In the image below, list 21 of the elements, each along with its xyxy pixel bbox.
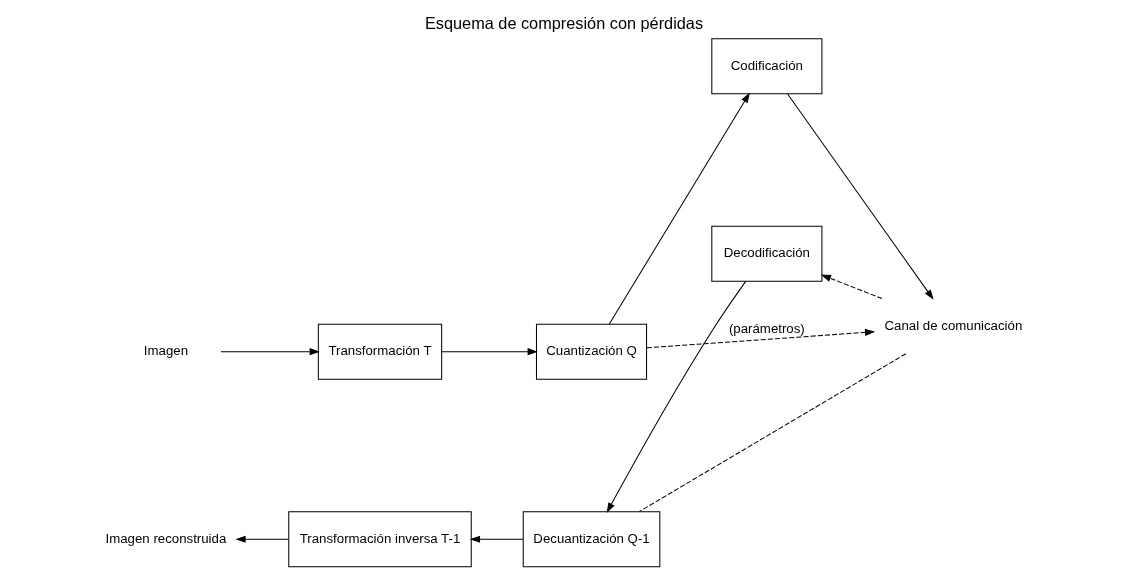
arrow (441, 348, 538, 356)
arrow (220, 348, 320, 356)
arrow (646, 328, 876, 349)
node-text: Imagen (143, 343, 189, 359)
connector (638, 353, 907, 513)
arrow (608, 92, 750, 325)
node-box: Codificación (711, 38, 823, 95)
node-box: Transformación T (317, 323, 443, 380)
node-text: Canal de comunicación (884, 317, 1023, 333)
node-box: Cuantización Q (535, 323, 648, 380)
diagram-title: Esquema de compresión con pérdidas (424, 14, 704, 33)
arrow (469, 535, 524, 543)
node-box: Decuantización Q-1 (522, 511, 661, 568)
node-box: Transformación inversa T-1 (288, 511, 472, 568)
arrow (606, 280, 747, 513)
arrow (235, 535, 290, 543)
node-box: Decodificación (711, 225, 823, 282)
node-text: Imagen reconstruida (105, 530, 227, 546)
edge-label: (parámetros) (728, 320, 805, 336)
arrow (787, 93, 934, 300)
arrow (820, 274, 883, 300)
